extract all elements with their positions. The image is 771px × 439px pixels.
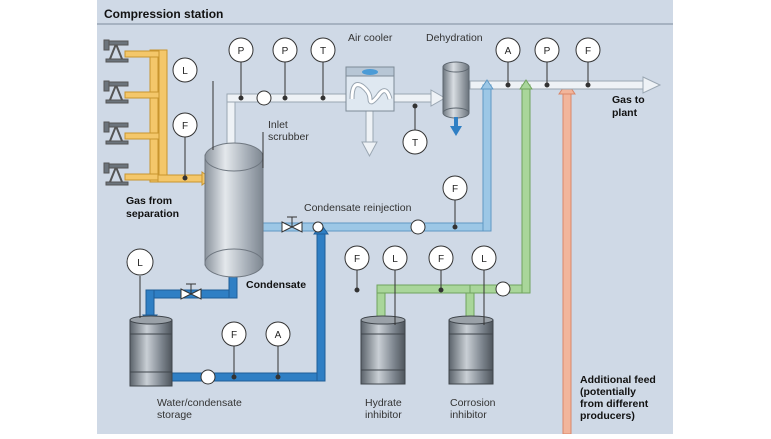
- instrument-storage-flow[interactable]: F: [221, 321, 247, 347]
- instrument-hydrate-level[interactable]: L: [382, 245, 408, 271]
- instrument-outlet-flow[interactable]: F: [575, 37, 601, 63]
- instrument-corrosion-flow[interactable]: F: [428, 245, 454, 271]
- condensate-reinjection-pipe: [261, 79, 494, 232]
- svg-text:F: F: [452, 184, 458, 195]
- storage-drum: [129, 315, 173, 387]
- svg-text:P: P: [238, 46, 245, 57]
- instrument-hydrate-flow[interactable]: F: [344, 245, 370, 271]
- instrument-reinjection-flow[interactable]: F: [442, 175, 468, 201]
- svg-text:F: F: [231, 330, 237, 341]
- well-manifold: [124, 49, 212, 186]
- inlet-scrubber: [204, 142, 264, 278]
- svg-text:A: A: [505, 46, 512, 57]
- label-condensate-reinjection: Condensate reinjection: [304, 202, 412, 214]
- label-condensate: Condensate: [246, 279, 306, 291]
- instrument-corrosion-level[interactable]: L: [471, 245, 497, 271]
- svg-text:P: P: [544, 46, 551, 57]
- pump-icon: [200, 90, 511, 385]
- svg-text:L: L: [481, 254, 487, 265]
- dehydration-vessel: [442, 61, 470, 136]
- instrument-cooler-temperature[interactable]: T: [402, 129, 428, 155]
- svg-text:F: F: [438, 254, 444, 265]
- instrument-outlet-analysis[interactable]: A: [495, 37, 521, 63]
- instrument-storage-analysis[interactable]: A: [265, 321, 291, 347]
- instrument-inlet-temperature[interactable]: T: [310, 37, 336, 63]
- reinjection-valve: [281, 216, 303, 233]
- air-cooler: [345, 66, 395, 112]
- instrument-gas-flow[interactable]: F: [172, 112, 198, 138]
- pump-jack-icon: [103, 39, 129, 186]
- gas-pipe: [226, 76, 662, 158]
- condensate-valve: [180, 283, 202, 300]
- instrument-outlet-pressure[interactable]: P: [534, 37, 560, 63]
- svg-text:T: T: [412, 138, 418, 149]
- svg-text:F: F: [585, 46, 591, 57]
- svg-text:F: F: [182, 121, 188, 132]
- svg-text:F: F: [354, 254, 360, 265]
- page-title: Compression station: [104, 7, 223, 21]
- svg-text:L: L: [392, 254, 398, 265]
- instrument-storage-level[interactable]: L: [126, 248, 154, 276]
- svg-text:T: T: [320, 46, 326, 57]
- svg-text:L: L: [182, 66, 188, 77]
- svg-text:L: L: [137, 258, 143, 269]
- instrument-inlet-pressure-2[interactable]: P: [272, 37, 298, 63]
- instrument-inlet-pressure-1[interactable]: P: [228, 37, 254, 63]
- svg-text:P: P: [282, 46, 289, 57]
- hydrate-inhibitor-drum: [360, 315, 406, 385]
- instrument-leaders: [139, 62, 591, 380]
- corrosion-inhibitor-drum: [448, 315, 494, 385]
- label-air-cooler: Air cooler: [348, 32, 393, 44]
- label-dehydration: Dehydration: [426, 32, 483, 44]
- instrument-scrubber-level[interactable]: L: [172, 57, 198, 83]
- svg-text:A: A: [275, 330, 282, 341]
